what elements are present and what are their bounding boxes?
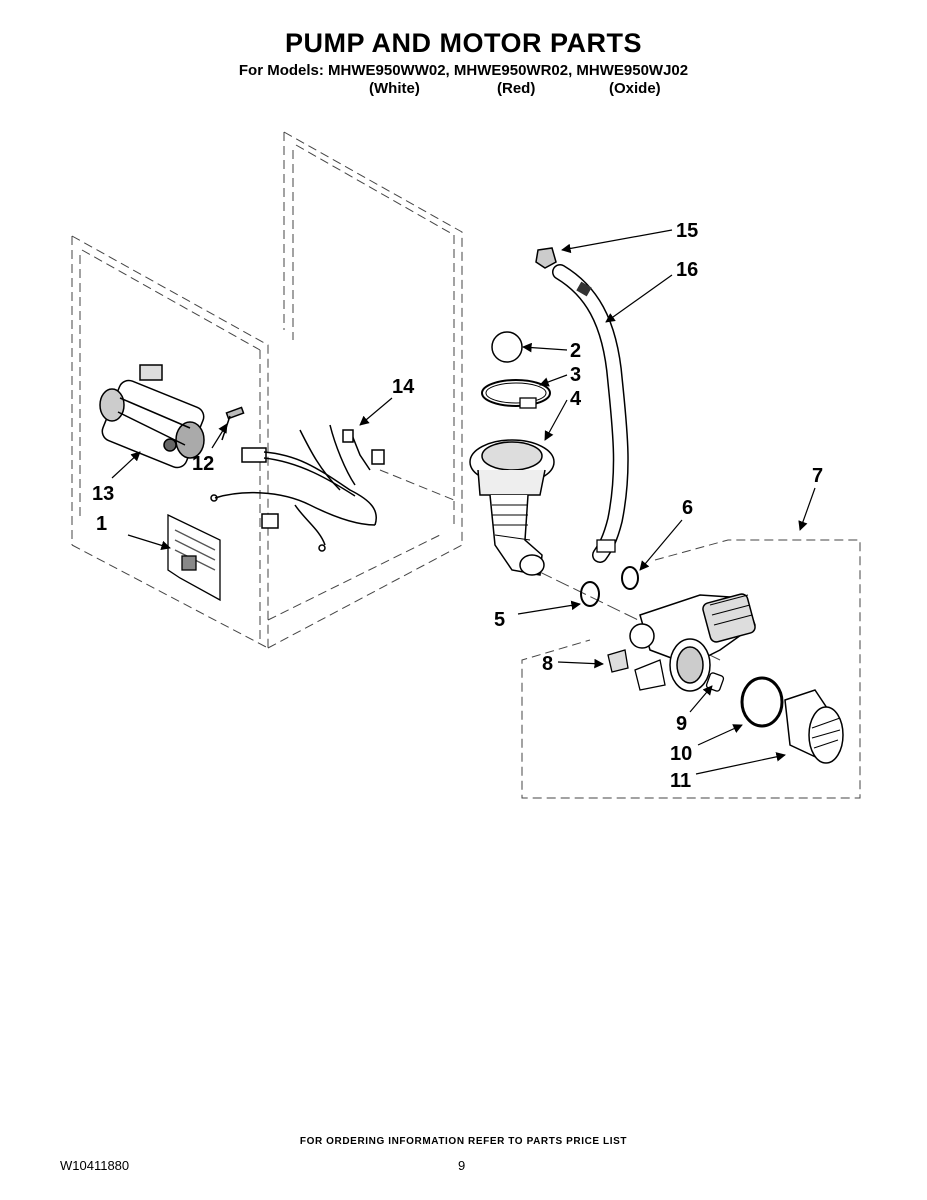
clamp-ring-part [481, 379, 551, 409]
callout-9: 9 [676, 713, 687, 735]
callout-4: 4 [570, 388, 582, 410]
page-number: 9 [458, 1158, 466, 1173]
callout-11: 11 [670, 770, 691, 792]
wire-harness-part [210, 424, 385, 552]
callout-15: 15 [676, 220, 698, 242]
cabinet-side-outline [71, 235, 463, 649]
callout-6: 6 [682, 497, 693, 519]
sump-hose-part [469, 439, 555, 576]
hose-clamp-part [621, 566, 639, 590]
models-line: For Models: MHWE950WW02, MHWE950WR02, MH… [238, 62, 689, 79]
filter-gasket-part [740, 676, 784, 728]
callout-7: 7 [812, 465, 823, 487]
motor-part [99, 364, 205, 469]
ordering-note: FOR ORDERING INFORMATION REFER TO PARTS … [299, 1136, 628, 1147]
motor-control-part [167, 513, 221, 602]
callout-16: 16 [676, 259, 698, 281]
page-title: PUMP AND MOTOR PARTS [284, 28, 643, 58]
callout-8: 8 [542, 653, 553, 675]
document-part-number: W10411880 [60, 1158, 130, 1173]
pump-assembly-box [521, 539, 861, 799]
pump-filter-part [784, 689, 844, 764]
callout-3: 3 [570, 364, 581, 386]
callout-arrows [111, 229, 816, 775]
bolt-part [221, 406, 245, 441]
color-label-white: (White) [369, 80, 420, 97]
drain-hose-part [552, 264, 629, 563]
callout-14: 14 [392, 376, 415, 398]
callout-12: 12 [192, 453, 214, 475]
callout-13: 13 [92, 483, 114, 505]
color-label-red: (Red) [497, 80, 536, 97]
callout-5: 5 [494, 609, 505, 631]
ball-part [491, 331, 523, 363]
cabinet-rear-outline [283, 131, 463, 545]
pump-bracket-part [607, 649, 666, 691]
drain-pump-part [629, 593, 756, 692]
callout-10: 10 [670, 743, 692, 765]
hose-clip-part [535, 247, 557, 269]
callout-labels: 1 2 3 4 5 6 7 8 9 10 11 12 13 14 15 16 [92, 220, 823, 792]
callout-2: 2 [570, 340, 581, 362]
color-label-oxide: (Oxide) [609, 80, 661, 97]
callout-1: 1 [96, 513, 107, 535]
sump-clamp-part [580, 581, 600, 607]
